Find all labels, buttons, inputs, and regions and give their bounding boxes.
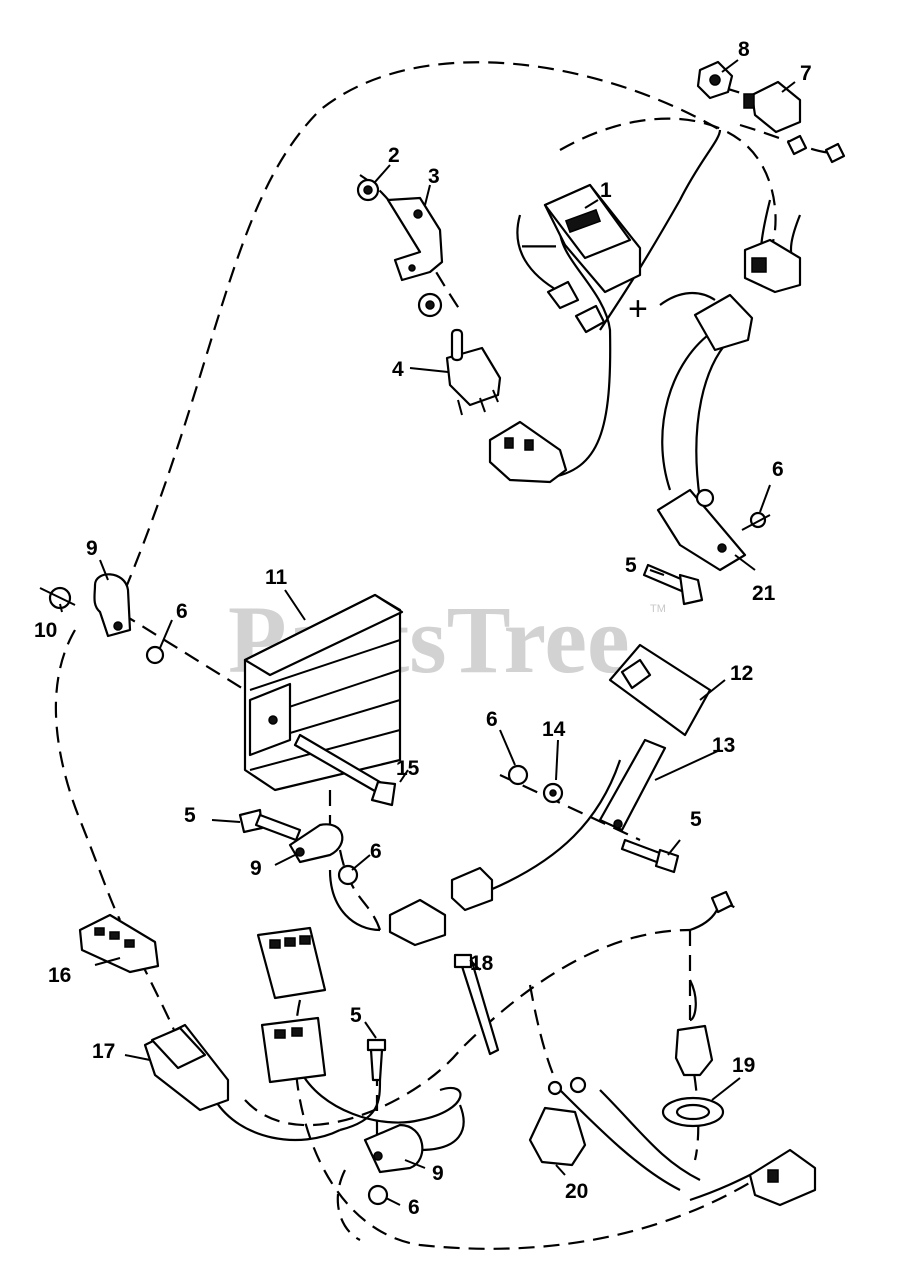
clamp-9-upper — [93, 573, 132, 638]
callout-15: 15 — [396, 757, 420, 780]
nut-2 — [356, 178, 380, 202]
clamp-9-mid — [288, 823, 344, 864]
harness-connector-upper — [256, 926, 327, 1000]
nut-6-upper — [741, 511, 771, 531]
callouts: 1 2 3 4 5 5 5 5 6 6 6 6 6 7 8 9 9 9 10 1… — [34, 38, 812, 1219]
ring-terminal — [710, 890, 734, 914]
toggle-switch — [445, 328, 502, 416]
callout-16: 16 — [48, 964, 71, 987]
bracket-21 — [656, 488, 747, 572]
meter-plus-sign: + — [628, 290, 648, 328]
callout-18: 18 — [470, 952, 494, 975]
relay-12 — [608, 643, 712, 737]
callout-4: 4 — [392, 358, 404, 381]
strap-13 — [598, 738, 667, 832]
connector-bottom-right — [748, 1148, 817, 1207]
inline-connector — [388, 866, 494, 947]
callout-6b: 6 — [176, 600, 188, 623]
callout-6c: 6 — [486, 708, 498, 731]
callout-5d: 5 — [350, 1004, 362, 1027]
callout-8: 8 — [738, 38, 750, 61]
nut-10 — [39, 586, 76, 610]
callout-6d: 6 — [370, 840, 382, 863]
bolt-5-right — [620, 838, 680, 874]
watermark-tm: TM — [650, 603, 666, 615]
connector-right — [693, 238, 802, 352]
connector-19 — [674, 1024, 714, 1077]
connector-17 — [143, 1023, 230, 1112]
clamp-9-lower — [363, 1123, 424, 1174]
callout-11: 11 — [265, 566, 288, 589]
nut-6-right — [507, 764, 529, 786]
callout-17: 17 — [92, 1040, 115, 1063]
callout-2: 2 — [388, 144, 400, 167]
washer-14 — [542, 782, 564, 804]
callout-7: 7 — [800, 62, 812, 85]
callout-20: 20 — [565, 1180, 588, 1203]
hour-meter — [543, 183, 642, 334]
nut-6-lower — [367, 1184, 389, 1206]
meter-minus-sign: — — [522, 225, 556, 263]
callout-5b: 5 — [184, 804, 196, 827]
switch-connector — [488, 420, 568, 484]
nut-6-left — [145, 645, 165, 665]
bolt-5-lower — [366, 1038, 387, 1082]
callout-13: 13 — [712, 734, 735, 757]
nut-switch — [417, 292, 443, 318]
harness-connector-lower — [260, 1016, 327, 1084]
temperature-sender-20 — [528, 1076, 587, 1167]
cable-tie-18 — [453, 953, 500, 1056]
connector-16 — [78, 913, 160, 974]
callout-19: 19 — [732, 1054, 755, 1077]
callout-21: 21 — [752, 582, 776, 605]
callout-6a: 6 — [772, 458, 784, 481]
callout-3: 3 — [428, 165, 440, 188]
callout-9c: 9 — [432, 1162, 444, 1185]
callout-9a: 9 — [86, 537, 98, 560]
leader-lines — [59, 59, 796, 1206]
pressure-sender — [743, 80, 846, 164]
callout-12: 12 — [730, 662, 753, 685]
voltage-regulator — [243, 593, 404, 792]
callout-1: 1 — [600, 179, 612, 202]
switch-bracket — [386, 196, 444, 282]
callout-5a: 5 — [625, 554, 637, 577]
bolt-5-mid — [238, 808, 302, 842]
callout-5c: 5 — [690, 808, 702, 831]
grommet-19 — [661, 1096, 725, 1128]
callout-10: 10 — [34, 619, 57, 642]
callout-14: 14 — [542, 718, 566, 741]
bolt-15 — [293, 733, 397, 807]
callout-9b: 9 — [250, 857, 262, 880]
callout-6e: 6 — [408, 1196, 420, 1219]
